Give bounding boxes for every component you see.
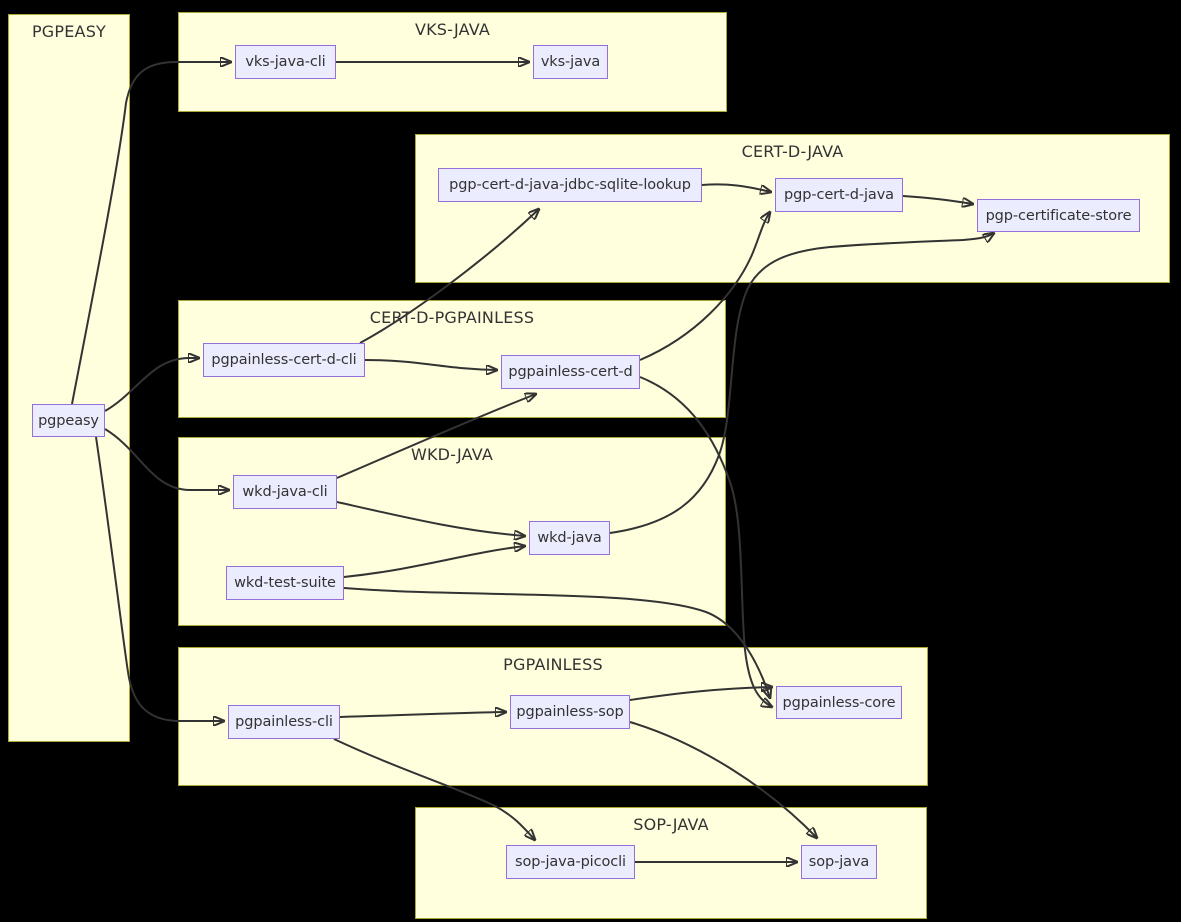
edge-pgpainless-sop-to-pgpainless-core <box>629 687 772 701</box>
edge-pgpeasy-to-pgpainless-cert-d-cli <box>104 358 199 412</box>
node-vks-java: vks-java <box>533 45 608 79</box>
node-pgpainless-cert-d: pgpainless-cert-d <box>501 355 640 389</box>
edge-wkd-java-to-pgp-certificate-store <box>609 233 994 534</box>
cluster-cert-d-java-title: CERT-D-JAVA <box>741 142 844 161</box>
node-pgp-certificate-store: pgp-certificate-store <box>977 199 1140 232</box>
edge-pgpainless-cert-d-cli-to-pgpainless-cert-d <box>364 359 497 370</box>
node-pgpainless-sop: pgpainless-sop <box>510 695 630 729</box>
cluster-sop-java-title: SOP-JAVA <box>633 815 709 834</box>
node-wkd-test-suite: wkd-test-suite <box>226 566 344 600</box>
cluster-pgpeasy-title: PGPEASY <box>31 22 107 41</box>
node-sop-java: sop-java <box>801 845 877 879</box>
edge-wkd-test-suite-to-pgpainless-core <box>343 587 770 698</box>
node-pgp-cert-d-java: pgp-cert-d-java <box>775 178 903 212</box>
node-sop-java-picocli: sop-java-picocli <box>506 845 635 879</box>
node-pgpainless-core: pgpainless-core <box>776 686 902 719</box>
edge-wkd-test-suite-to-wkd-java <box>343 546 525 578</box>
edge-wkd-java-cli-to-pgpainless-cert-d <box>336 394 536 479</box>
cluster-vks-java-title: VKS-JAVA <box>414 20 491 39</box>
edge-pgpainless-cert-d-to-pgp-cert-d-java <box>639 212 770 361</box>
node-vks-java-cli: vks-java-cli <box>235 45 336 79</box>
edge-pgpeasy-to-pgpainless-cli <box>95 436 224 721</box>
node-pgpainless-cli: pgpainless-cli <box>228 705 340 739</box>
edge-pgpainless-cli-to-pgpainless-sop <box>339 712 506 718</box>
node-pgpeasy: pgpeasy <box>32 404 105 437</box>
edge-pgpainless-cli-to-sop-java-picocli <box>333 738 535 840</box>
node-pgp-cert-d-java-jdbc-sqlite-lookup: pgp-cert-d-java-jdbc-sqlite-lookup <box>438 168 702 202</box>
edge-pgpainless-sop-to-sop-java <box>629 721 817 838</box>
edge-pgp-cert-d-java-to-pgp-certificate-store <box>902 195 973 204</box>
edge-pgpainless-cert-d-to-pgpainless-core <box>639 376 772 707</box>
edge-pgpeasy-to-vks-java-cli <box>71 62 231 405</box>
edge-pgpeasy-to-wkd-java-cli <box>104 428 229 490</box>
cluster-pgpainless-title: PGPAINLESS <box>503 655 603 674</box>
node-wkd-java-cli: wkd-java-cli <box>233 475 337 509</box>
edge-wkd-java-cli-to-wkd-java <box>336 501 525 536</box>
cluster-pgpeasy: PGPEASY <box>8 14 130 742</box>
edge-pgpainless-cert-d-cli-to-pgp-cert-d-java-jdbc-sqlite-lookup <box>359 209 539 344</box>
node-wkd-java: wkd-java <box>529 521 610 555</box>
node-pgpainless-cert-d-cli: pgpainless-cert-d-cli <box>203 343 365 377</box>
cluster-wkd-java-title: WKD-JAVA <box>410 445 494 464</box>
edge-pgp-cert-d-java-jdbc-sqlite-lookup-to-pgp-cert-d-java <box>701 183 771 192</box>
